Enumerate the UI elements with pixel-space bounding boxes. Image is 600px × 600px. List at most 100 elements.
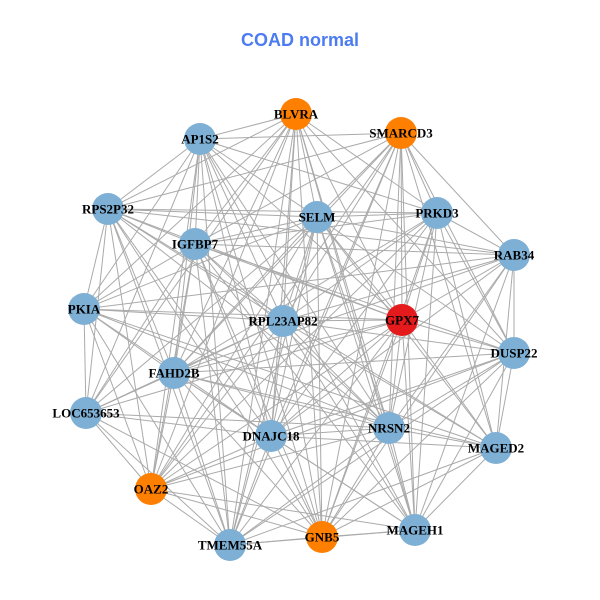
edge-igfbp7-dnajc18 <box>194 243 272 437</box>
node-circle <box>184 123 216 155</box>
node-smarcd3: SMARCD3 <box>369 117 433 149</box>
edge-smarcd3-rps2p32 <box>107 132 402 210</box>
edge-selm-nrsn2 <box>316 216 390 429</box>
node-circle <box>267 305 299 337</box>
edge-maged2-mageh1 <box>414 447 497 531</box>
edge-selm-oaz2 <box>150 216 318 490</box>
edge-rpl23ap82-mageh1 <box>282 320 416 531</box>
node-rps2p32: RPS2P32 <box>82 193 134 225</box>
edge-gpx7-gnb5 <box>321 319 403 538</box>
node-rab34: RAB34 <box>494 239 535 271</box>
node-label: PKIA <box>68 302 101 317</box>
node-loc653653: LOC653653 <box>52 397 120 429</box>
node-circle <box>301 201 333 233</box>
node-tmem55a: TMEM55A <box>198 529 263 561</box>
node-nrsn2: NRSN2 <box>368 412 410 444</box>
node-circle <box>70 397 102 429</box>
node-igfbp7: IGFBP7 <box>172 228 219 260</box>
node-label: DNAJC18 <box>242 429 300 444</box>
edge-smarcd3-fahd2b <box>173 132 402 374</box>
edge-smarcd3-maged2 <box>400 132 497 449</box>
edge-pkia-gpx7 <box>83 308 403 321</box>
edge-oaz2-gnb5 <box>150 488 323 538</box>
node-label: MAGEH1 <box>386 523 443 538</box>
edge-gpx7-oaz2 <box>150 319 403 490</box>
edge-nrsn2-maged2 <box>388 427 497 449</box>
node-circle <box>92 193 124 225</box>
edge-ap1s2-pkia <box>83 138 201 310</box>
node-label: NRSN2 <box>368 421 410 436</box>
edge-rps2p32-fahd2b <box>107 208 175 374</box>
edge-loc653653-dnajc18 <box>85 412 272 437</box>
edge-selm-pkia <box>83 216 318 310</box>
edge-prkd3-rpl23ap82 <box>282 212 438 322</box>
edge-gpx7-dusp22 <box>401 319 515 354</box>
node-maged2: MAGED2 <box>468 432 524 464</box>
edge-selm-loc653653 <box>85 216 318 414</box>
edge-rpl23ap82-oaz2 <box>150 320 284 490</box>
edge-dnajc18-tmem55a <box>229 435 272 546</box>
edge-smarcd3-igfbp7 <box>194 132 402 245</box>
edge-gpx7-mageh1 <box>401 319 416 531</box>
node-circle <box>214 529 246 561</box>
node-label: PRKD3 <box>415 206 459 221</box>
edge-smarcd3-rpl23ap82 <box>282 132 402 322</box>
node-circle <box>179 228 211 260</box>
edge-prkd3-fahd2b <box>173 212 438 374</box>
edge-smarcd3-dnajc18 <box>270 132 402 437</box>
node-label: GPX7 <box>385 313 419 328</box>
edge-rab34-fahd2b <box>173 254 515 374</box>
edge-ap1s2-prkd3 <box>199 138 438 214</box>
edge-fahd2b-gnb5 <box>173 372 323 538</box>
node-ap1s2: AP1S2 <box>181 123 219 155</box>
node-circle <box>498 239 530 271</box>
edge-maged2-gnb5 <box>321 447 497 538</box>
edge-rps2p32-gnb5 <box>107 208 323 538</box>
edge-gpx7-maged2 <box>401 319 497 449</box>
node-gpx7: GPX7 <box>385 304 419 336</box>
node-label: RPS2P32 <box>82 202 134 217</box>
edge-loc653653-oaz2 <box>85 412 152 490</box>
chart-title: COAD normal <box>240 30 359 50</box>
edge-rps2p32-oaz2 <box>107 208 152 490</box>
edge-dnajc18-oaz2 <box>150 435 272 490</box>
node-circle <box>68 293 100 325</box>
edge-gpx7-dnajc18 <box>270 319 403 437</box>
node-label: AP1S2 <box>181 132 219 147</box>
edge-rpl23ap82-gnb5 <box>282 320 323 538</box>
edge-oaz2-tmem55a <box>150 488 231 546</box>
node-pkia: PKIA <box>68 293 101 325</box>
edge-selm-mageh1 <box>316 216 416 531</box>
edge-blvra-rpl23ap82 <box>282 113 297 322</box>
edge-smarcd3-nrsn2 <box>388 132 402 429</box>
node-rpl23ap82: RPL23AP82 <box>248 305 318 337</box>
node-circle <box>498 337 530 369</box>
node-label: MAGED2 <box>468 441 524 456</box>
node-circle <box>306 521 338 553</box>
edge-rab34-nrsn2 <box>388 254 515 429</box>
edge-pkia-tmem55a <box>83 308 231 546</box>
edge-ap1s2-rps2p32 <box>107 138 201 210</box>
edge-smarcd3-dusp22 <box>400 132 515 354</box>
edge-rpl23ap82-maged2 <box>282 320 497 449</box>
node-dusp22: DUSP22 <box>491 337 537 369</box>
node-gnb5: GNB5 <box>305 521 340 553</box>
edge-blvra-igfbp7 <box>194 113 297 245</box>
node-label: RPL23AP82 <box>248 314 317 329</box>
node-label: RAB34 <box>494 248 535 263</box>
edge-ap1s2-tmem55a <box>199 138 231 546</box>
edge-smarcd3-tmem55a <box>229 132 402 546</box>
edge-dusp22-gnb5 <box>321 352 515 538</box>
edge-rpl23ap82-nrsn2 <box>282 320 390 429</box>
edge-blvra-gpx7 <box>295 113 403 321</box>
edge-nrsn2-mageh1 <box>388 427 416 531</box>
node-blvra: BLVRA <box>274 98 319 130</box>
edge-selm-rab34 <box>316 216 515 256</box>
edge-dnajc18-mageh1 <box>270 435 416 531</box>
edge-gpx7-loc653653 <box>85 319 403 414</box>
edge-prkd3-maged2 <box>436 212 497 449</box>
node-label: FAHD2B <box>148 366 199 381</box>
edge-dusp22-nrsn2 <box>388 352 515 429</box>
node-circle <box>385 117 417 149</box>
